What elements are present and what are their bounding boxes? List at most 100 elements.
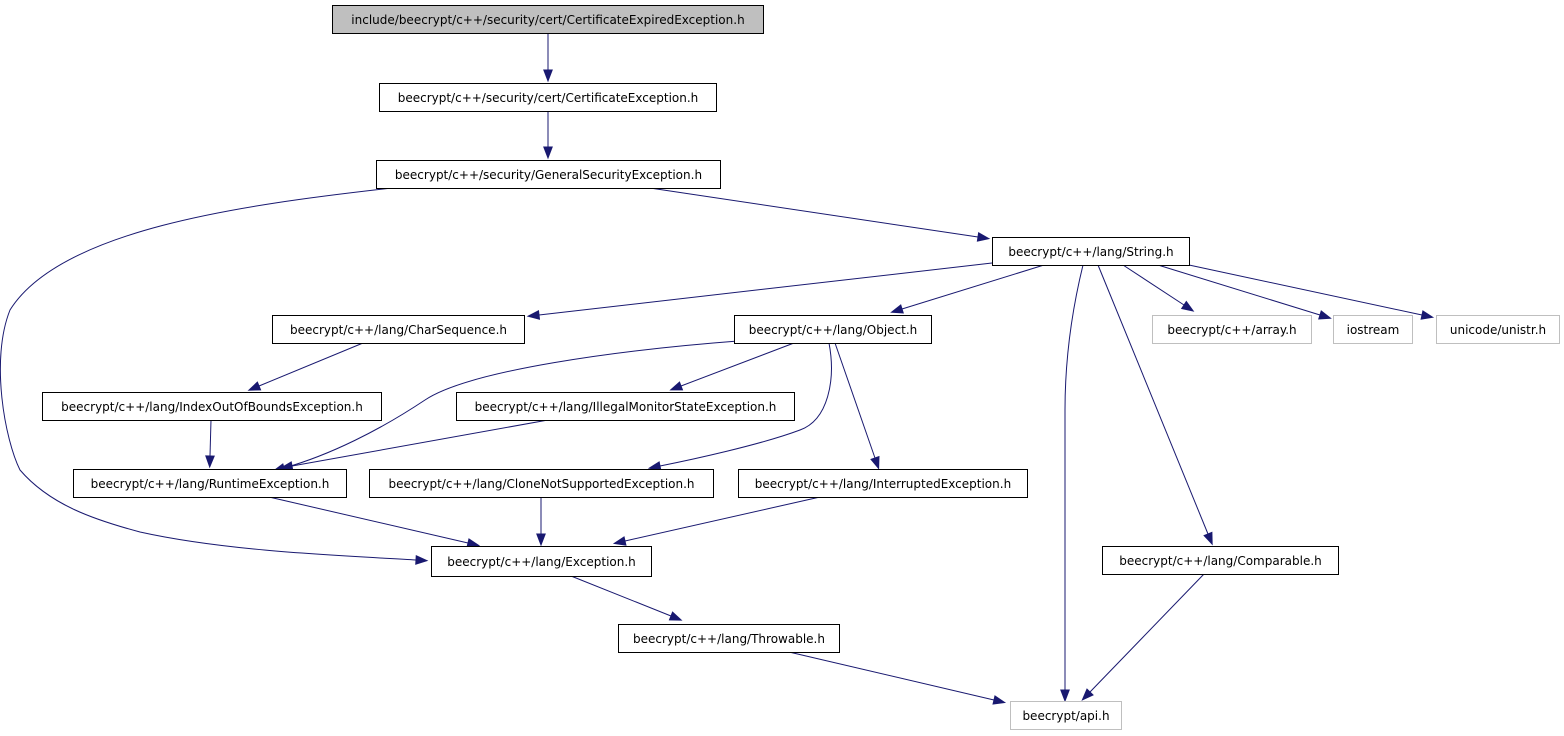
node-box xyxy=(1152,315,1312,344)
edge-line xyxy=(1097,264,1209,535)
node-label: beecrypt/c++/lang/Throwable.h xyxy=(633,632,825,646)
node-box xyxy=(272,315,525,344)
node-box xyxy=(734,315,932,344)
edge-line xyxy=(1122,264,1185,306)
edge-arrowhead xyxy=(1081,688,1094,701)
node-root: include/beecrypt/c++/security/cert/Certi… xyxy=(332,5,764,34)
node-box xyxy=(1010,701,1122,730)
edge-line xyxy=(680,342,795,387)
graph-nodes: include/beecrypt/c++/security/cert/Certi… xyxy=(42,5,1560,730)
edge-charseq-to-ioob xyxy=(247,342,364,391)
node-imse[interactable]: beecrypt/c++/lang/IllegalMonitorStateExc… xyxy=(456,392,795,421)
node-box xyxy=(1102,546,1339,575)
edge-runtime-to-exception xyxy=(268,496,481,548)
node-box xyxy=(376,160,721,189)
edge-arrowhead xyxy=(668,611,683,621)
node-array[interactable]: beecrypt/c++/array.h xyxy=(1152,315,1312,344)
edge-string-to-object xyxy=(890,264,1045,314)
edge-object-to-interrupted xyxy=(834,342,880,470)
edge-line xyxy=(258,342,364,387)
edge-arrowhead xyxy=(415,555,429,565)
node-box xyxy=(379,83,717,112)
edge-line xyxy=(538,262,993,316)
node-label: beecrypt/c++/lang/IndexOutOfBoundsExcept… xyxy=(61,400,363,414)
node-label: beecrypt/api.h xyxy=(1022,709,1109,723)
edge-arrowhead xyxy=(536,533,546,547)
edge-arrowhead xyxy=(669,381,684,391)
node-comparable[interactable]: beecrypt/c++/lang/Comparable.h xyxy=(1102,546,1339,575)
edge-line xyxy=(209,419,212,457)
node-ioob[interactable]: beecrypt/c++/lang/IndexOutOfBoundsExcept… xyxy=(42,392,382,421)
edge-line xyxy=(0,187,417,561)
node-clone[interactable]: beecrypt/c++/lang/CloneNotSupportedExcep… xyxy=(369,469,714,498)
graph-edges xyxy=(0,33,1435,705)
node-iostream[interactable]: iostream xyxy=(1333,315,1413,344)
edge-root-to-certexc xyxy=(543,33,553,83)
edge-string-to-charseq xyxy=(526,262,993,320)
node-label: include/beecrypt/c++/security/cert/Certi… xyxy=(351,13,744,27)
edge-exception-to-throwable xyxy=(570,575,683,621)
edge-line xyxy=(649,187,979,238)
node-label: beecrypt/c++/lang/String.h xyxy=(1008,245,1173,259)
node-unistr[interactable]: unicode/unistr.h xyxy=(1436,315,1560,344)
edge-line xyxy=(834,342,876,459)
edge-line xyxy=(283,340,739,469)
edge-gse-to-string xyxy=(649,187,991,242)
node-label: beecrypt/c++/lang/Exception.h xyxy=(447,555,636,569)
edge-string-to-api xyxy=(1060,264,1084,703)
node-label: beecrypt/c++/lang/IllegalMonitorStateExc… xyxy=(475,400,777,414)
node-label: beecrypt/c++/lang/CloneNotSupportedExcep… xyxy=(388,477,694,491)
edge-gse-to-exception xyxy=(0,187,429,565)
node-label: beecrypt/c++/lang/InterruptedException.h xyxy=(755,477,1011,491)
edge-certexc-to-gse xyxy=(543,111,553,160)
edge-arrowhead xyxy=(205,455,215,469)
node-box xyxy=(992,237,1190,266)
edge-arrowhead xyxy=(543,146,553,160)
edge-arrowhead xyxy=(890,304,904,314)
edge-comparable-to-api xyxy=(1081,573,1205,701)
node-label: beecrypt/c++/array.h xyxy=(1167,323,1296,337)
node-box xyxy=(332,5,764,34)
node-label: beecrypt/c++/security/cert/CertificateEx… xyxy=(398,91,699,105)
node-runtime[interactable]: beecrypt/c++/lang/RuntimeException.h xyxy=(73,469,347,498)
node-label: beecrypt/c++/lang/CharSequence.h xyxy=(290,323,507,337)
node-api[interactable]: beecrypt/api.h xyxy=(1010,701,1122,730)
node-box xyxy=(618,624,840,653)
node-charseq[interactable]: beecrypt/c++/lang/CharSequence.h xyxy=(272,315,525,344)
node-object[interactable]: beecrypt/c++/lang/Object.h xyxy=(734,315,932,344)
edge-arrowhead xyxy=(612,536,627,546)
node-box xyxy=(42,392,382,421)
edge-line xyxy=(1064,264,1084,690)
node-string[interactable]: beecrypt/c++/lang/String.h xyxy=(992,237,1190,266)
edge-line xyxy=(659,342,832,467)
node-label: beecrypt/c++/lang/RuntimeException.h xyxy=(91,477,330,491)
node-label: unicode/unistr.h xyxy=(1450,323,1546,337)
node-box xyxy=(369,469,714,498)
node-box xyxy=(431,546,652,577)
node-label: iostream xyxy=(1347,323,1400,337)
edge-line xyxy=(901,264,1045,310)
edge-line xyxy=(268,496,469,544)
edge-arrowhead xyxy=(870,455,880,470)
node-certexc[interactable]: beecrypt/c++/security/cert/CertificateEx… xyxy=(379,83,717,112)
edge-line xyxy=(624,496,821,542)
edge-arrowhead xyxy=(992,695,1007,705)
node-exception[interactable]: beecrypt/c++/lang/Exception.h xyxy=(431,546,652,577)
edge-line xyxy=(1089,573,1205,693)
edge-arrowhead xyxy=(1060,689,1070,703)
node-gse[interactable]: beecrypt/c++/security/GeneralSecurityExc… xyxy=(376,160,721,189)
edge-object-to-imse xyxy=(669,342,795,391)
edge-line xyxy=(1157,264,1321,316)
edge-arrowhead xyxy=(1203,531,1213,546)
edge-string-to-array xyxy=(1122,264,1195,312)
node-label: beecrypt/c++/lang/Comparable.h xyxy=(1119,554,1322,568)
edge-imse-to-runtime xyxy=(279,419,549,471)
edge-throwable-to-api xyxy=(788,651,1007,705)
node-box xyxy=(738,469,1028,498)
node-throwable[interactable]: beecrypt/c++/lang/Throwable.h xyxy=(618,624,840,653)
node-label: beecrypt/c++/lang/Object.h xyxy=(749,323,918,337)
node-interrupted[interactable]: beecrypt/c++/lang/InterruptedException.h xyxy=(738,469,1028,498)
edge-clone-to-exception xyxy=(536,497,546,547)
edge-line xyxy=(1188,264,1423,316)
